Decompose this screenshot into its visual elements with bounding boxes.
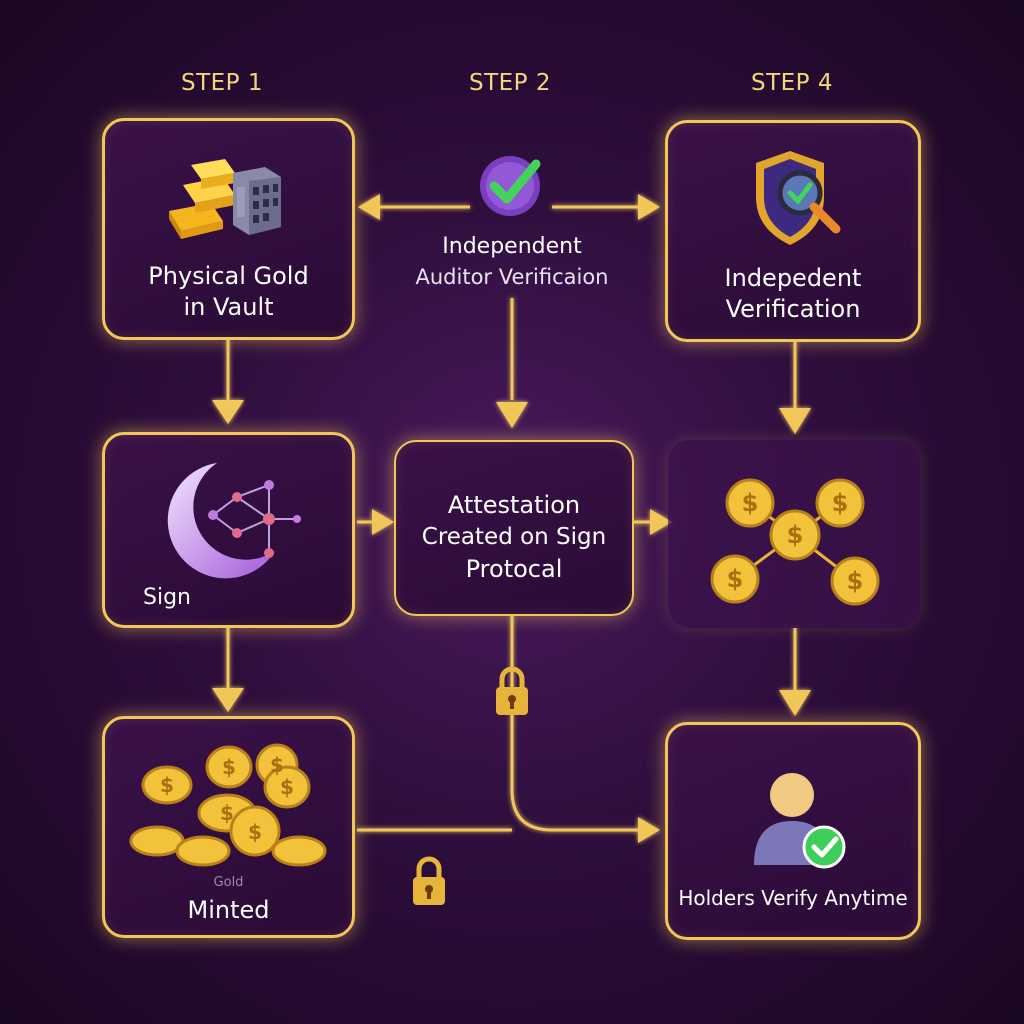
- svg-text:$: $: [248, 820, 262, 844]
- minted-label: Minted: [187, 896, 270, 924]
- step-4-header: STEP 4: [751, 70, 833, 96]
- svg-text:$: $: [742, 489, 759, 517]
- holders-label: Holders Verify Anytime: [678, 886, 908, 910]
- padlock-icon: [496, 666, 528, 715]
- holders-node: Holders Verify Anytime: [665, 722, 921, 940]
- svg-text:$: $: [220, 801, 234, 825]
- attestation-label-line2: Created on Sign: [421, 524, 607, 550]
- vault-label-line2: in Vault: [183, 293, 274, 321]
- attestation-node: Attestation Created on Sign Protocal: [394, 440, 634, 616]
- arrowhead-down-attestation: [496, 402, 528, 428]
- minted-small-label: Gold: [213, 875, 244, 890]
- attestation-label-line1: Attestation: [447, 491, 581, 519]
- coin-network-node: $ $ $ $ $: [668, 440, 920, 628]
- auditor-label-line1: Independent: [442, 234, 582, 259]
- svg-text:$: $: [160, 773, 174, 797]
- gold-bars-icon: [169, 159, 281, 239]
- vault-label-line1: Physical Gold: [148, 262, 309, 290]
- step-2-header: STEP 2: [469, 70, 551, 96]
- arrowhead-right-attestation: [372, 509, 394, 535]
- coin-network-icon: $ $ $ $ $: [710, 478, 880, 606]
- arrowhead-right-network: [650, 509, 672, 535]
- attestation-label-line3: Protocal: [465, 555, 563, 583]
- checkmark-badge-icon: [480, 156, 541, 216]
- sign-logo-icon: [167, 463, 301, 579]
- svg-text:$: $: [270, 753, 284, 777]
- svg-text:$: $: [787, 521, 804, 549]
- arrowhead-down-holders: [779, 690, 811, 716]
- svg-text:$: $: [222, 755, 236, 779]
- building-icon: [233, 167, 281, 235]
- sign-node: Sign: [102, 432, 355, 628]
- arrowhead-down-network: [779, 408, 811, 434]
- sign-label: Sign: [143, 585, 191, 610]
- svg-text:$: $: [832, 489, 849, 517]
- minted-node: $ $ $ $ $ $ Gold Minted: [102, 716, 355, 938]
- arrowhead-left-vault: [358, 194, 380, 220]
- svg-text:$: $: [847, 567, 864, 595]
- auditor-label-line2: Auditor Verificaion: [415, 265, 609, 289]
- arrowhead-down-sign: [212, 400, 244, 424]
- user-check-icon: [754, 773, 846, 869]
- verification-label-line2: Verification: [725, 295, 861, 323]
- connector-attestation-holders: [510, 616, 640, 832]
- coins-pile-icon: $ $ $ $ $ $: [129, 743, 327, 867]
- coin: [710, 478, 880, 606]
- verification-node: Indepedent Verification: [665, 120, 921, 342]
- arrowhead-right-holders: [638, 817, 660, 843]
- vault-node: Physical Gold in Vault: [102, 118, 355, 340]
- svg-text:$: $: [280, 775, 294, 799]
- arrowhead-right-verification: [638, 194, 660, 220]
- verification-label-line1: Indepedent: [724, 264, 862, 292]
- shield-magnifier-icon: [756, 151, 841, 245]
- svg-text:$: $: [727, 565, 744, 593]
- step-1-header: STEP 1: [181, 70, 263, 96]
- padlock-icon: [413, 856, 445, 905]
- arrowhead-down-minted: [212, 688, 244, 712]
